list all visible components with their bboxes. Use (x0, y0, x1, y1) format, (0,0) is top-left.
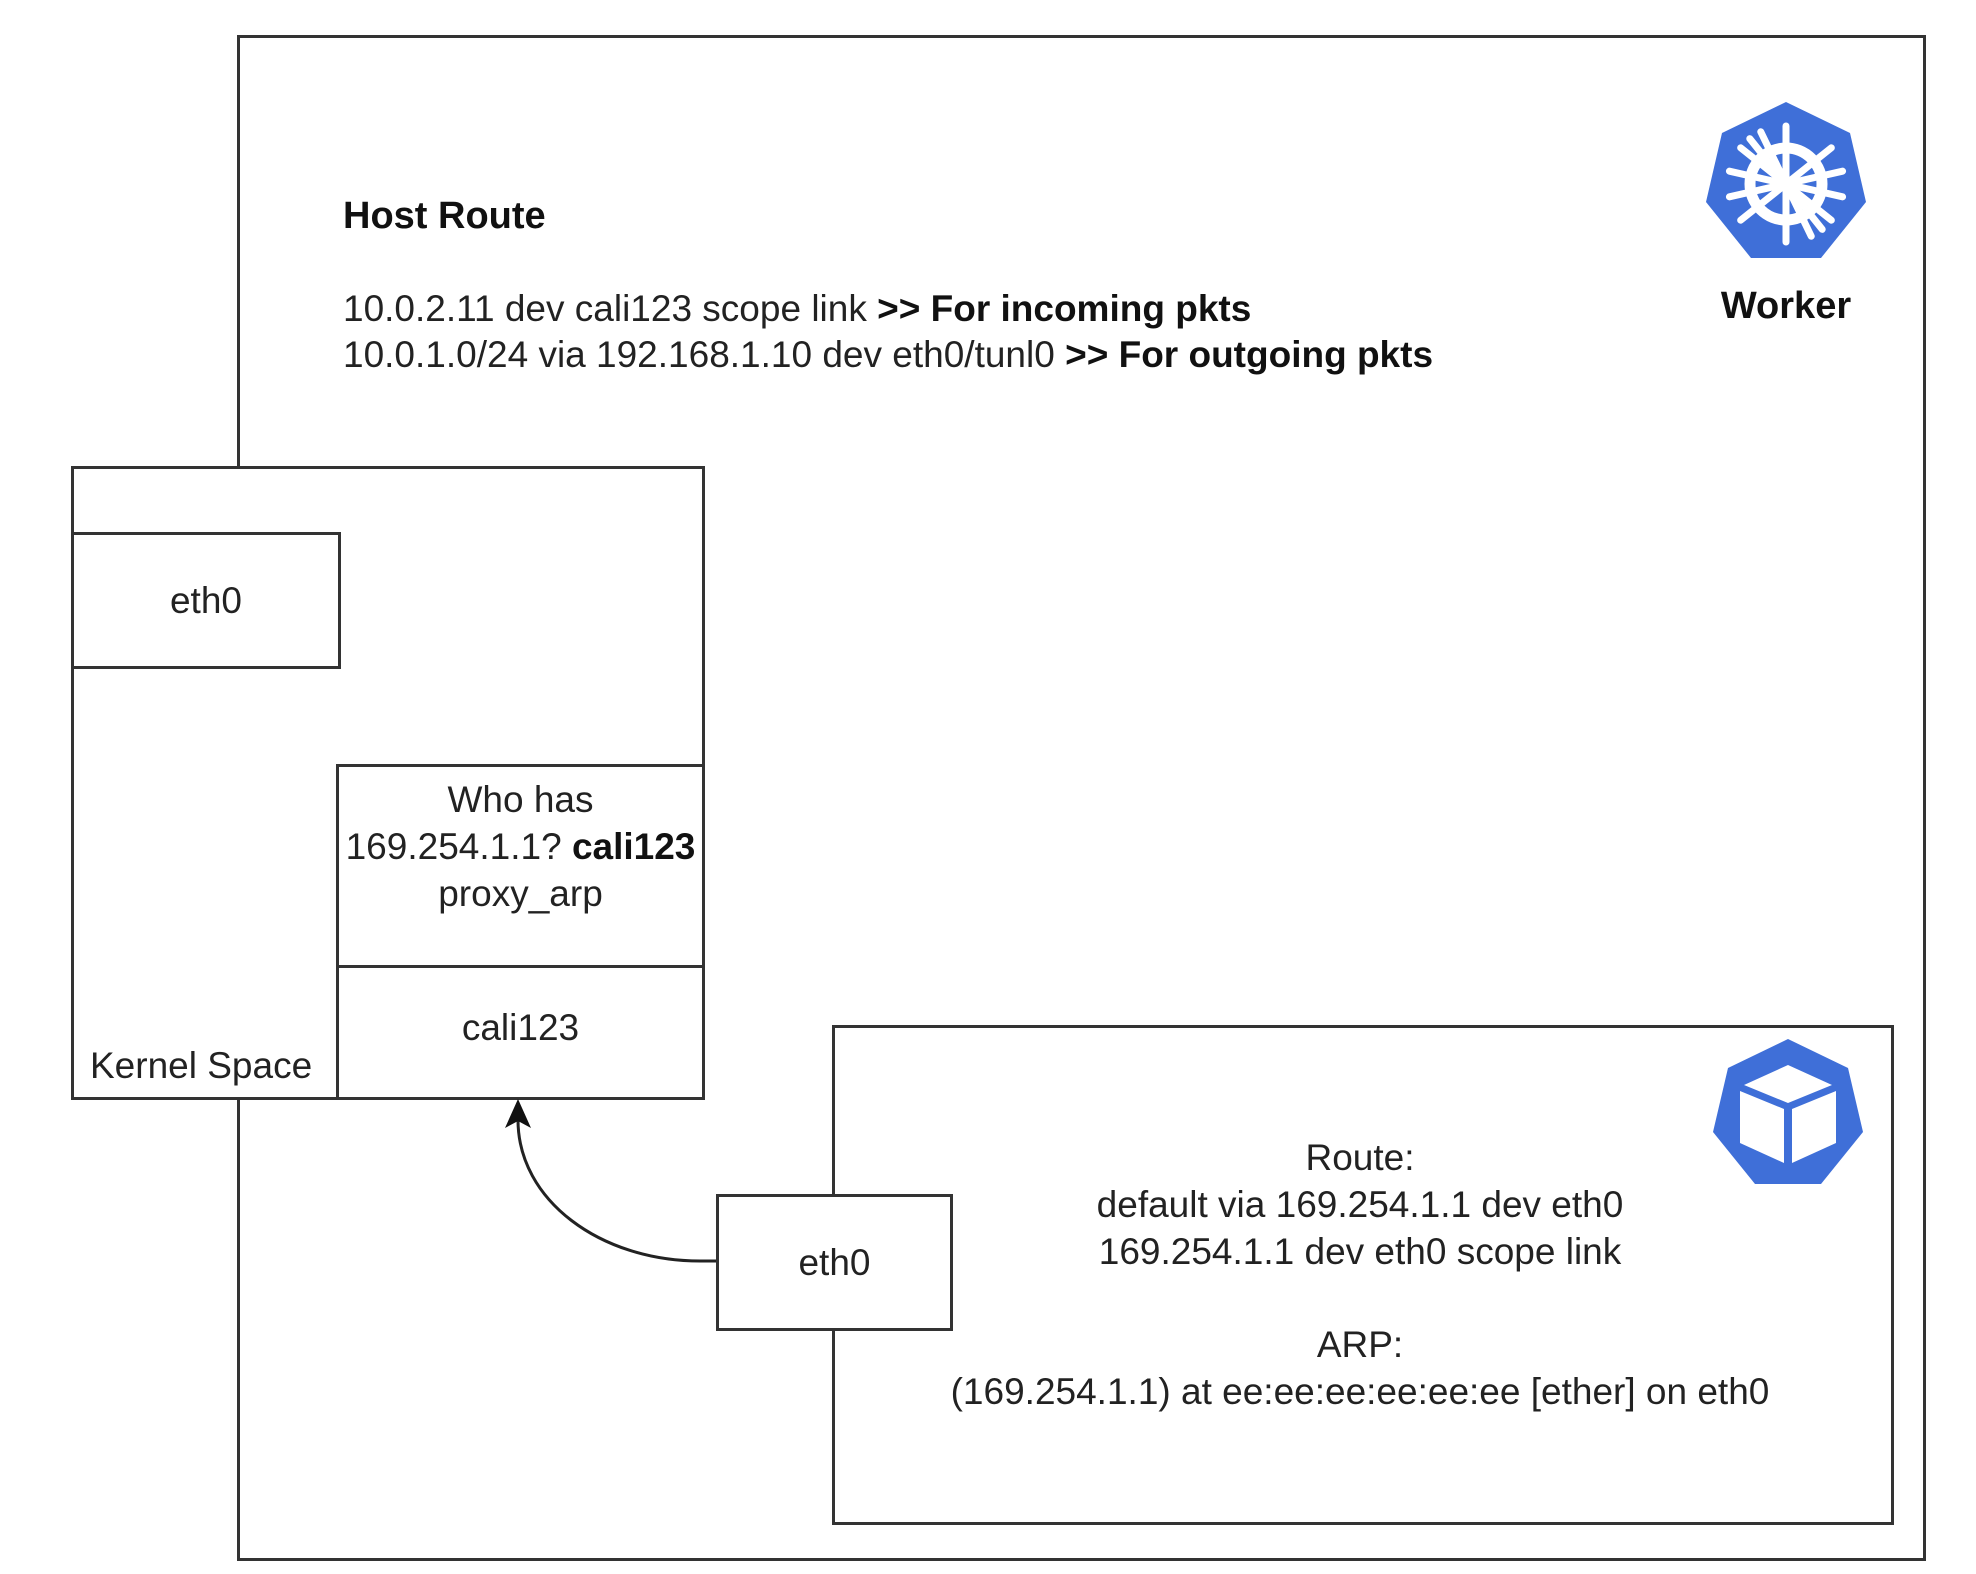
host-route-line-outgoing: 10.0.1.0/24 via 192.168.1.10 dev eth0/tu… (343, 332, 1433, 378)
proxy-arp-box[interactable]: Who has 169.254.1.1? cali123 proxy_arp (336, 764, 705, 968)
cali123-label: cali123 (461, 1006, 580, 1048)
proxy-arp-line3: proxy_arp (438, 873, 603, 914)
host-route-outgoing-route: 10.0.1.0/24 via 192.168.1.10 dev eth0/tu… (343, 334, 1055, 375)
cali123-interface[interactable]: cali123 (336, 965, 705, 1100)
kernel-space-label: Kernel Space (90, 1045, 313, 1086)
pod-route-default: default via 169.254.1.1 dev eth0 (1096, 1184, 1624, 1225)
pod-eth0-label: eth0 (798, 1241, 871, 1283)
proxy-arp-ip: 169.254.1.1? (345, 826, 562, 867)
pod-route-title: Route: (1305, 1137, 1415, 1178)
proxy-arp-iface: cali123 (571, 826, 696, 867)
host-route-incoming-route: 10.0.2.11 dev cali123 scope link (343, 288, 867, 329)
pod-route-link: 169.254.1.1 dev eth0 scope link (1098, 1231, 1622, 1272)
host-route-incoming-note: >> For incoming pkts (877, 288, 1252, 329)
host-eth0-interface[interactable]: eth0 (71, 532, 341, 669)
proxy-arp-line1: Who has (447, 779, 594, 820)
proxy-arp-line2: 169.254.1.1? cali123 (329, 824, 712, 870)
worker-label: Worker (1720, 285, 1852, 327)
pod-eth0-interface[interactable]: eth0 (716, 1194, 953, 1331)
host-eth0-label: eth0 (169, 579, 242, 621)
pod-arp-entry: (169.254.1.1) at ee:ee:ee:ee:ee:ee [ethe… (950, 1371, 1770, 1412)
host-route-title: Host Route (343, 195, 546, 237)
host-route-line-incoming: 10.0.2.11 dev cali123 scope link >> For … (343, 286, 1251, 332)
pod-box (832, 1025, 1894, 1525)
host-route-outgoing-note: >> For outgoing pkts (1065, 334, 1434, 375)
pod-arp-title: ARP: (1316, 1324, 1404, 1365)
